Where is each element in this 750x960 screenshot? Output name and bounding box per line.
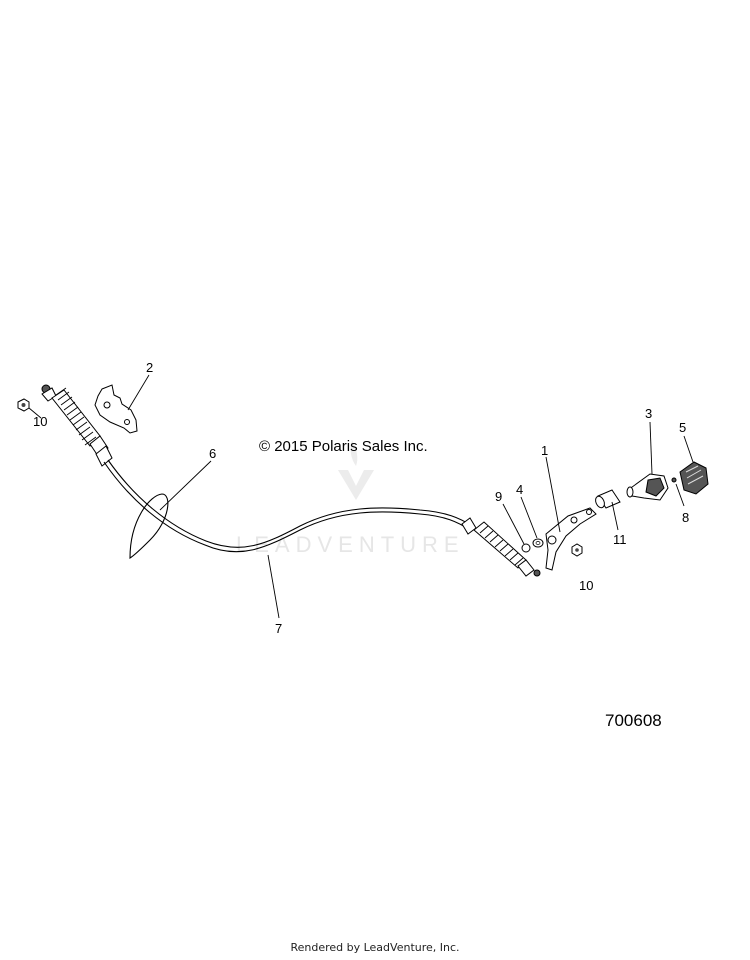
part-4-clip [532, 538, 544, 548]
watermark-logo-icon [338, 470, 374, 500]
watermark: LEADVENTURE [236, 440, 465, 557]
part-10-nut-right [571, 543, 583, 557]
part-3-shift-handle [626, 473, 669, 501]
cable-left-end [41, 384, 113, 467]
part-5-knob [679, 461, 709, 495]
watermark-text: LEADVENTURE [236, 532, 465, 557]
callout-3: 3 [645, 406, 652, 421]
callout-1: 1 [541, 443, 548, 458]
part-7-cable [103, 461, 471, 553]
callout-11: 11 [613, 532, 627, 547]
callout-10-left: 10 [33, 414, 47, 429]
part-6-cable-loop [129, 493, 169, 559]
callout-2: 2 [146, 360, 153, 375]
callout-9: 9 [495, 489, 502, 504]
leader-lines [28, 374, 694, 619]
callout-6: 6 [209, 446, 216, 461]
callout-4: 4 [516, 482, 523, 497]
part-10-nut-left [17, 398, 30, 412]
part-11-bushing [595, 489, 621, 509]
part-8-set-screw [671, 477, 677, 483]
footer-rendered-by: Rendered by LeadVenture, Inc. [290, 941, 460, 954]
cable-boot-right [473, 521, 527, 569]
callout-5: 5 [679, 420, 686, 435]
part-1-shift-lever [545, 507, 597, 571]
callout-10-right: 10 [579, 578, 593, 593]
part-9-washer [521, 543, 531, 553]
cable-boot-left [51, 387, 101, 447]
callouts: 2 10 6 7 1 4 9 10 11 3 5 8 [33, 360, 689, 636]
copyright-text: © 2015 Polaris Sales Inc. [259, 438, 428, 455]
callout-8: 8 [682, 510, 689, 525]
cable-right-end [461, 517, 541, 577]
part-2-bracket [94, 384, 138, 434]
diagram-id: 700608 [605, 711, 662, 730]
callout-7: 7 [275, 621, 282, 636]
